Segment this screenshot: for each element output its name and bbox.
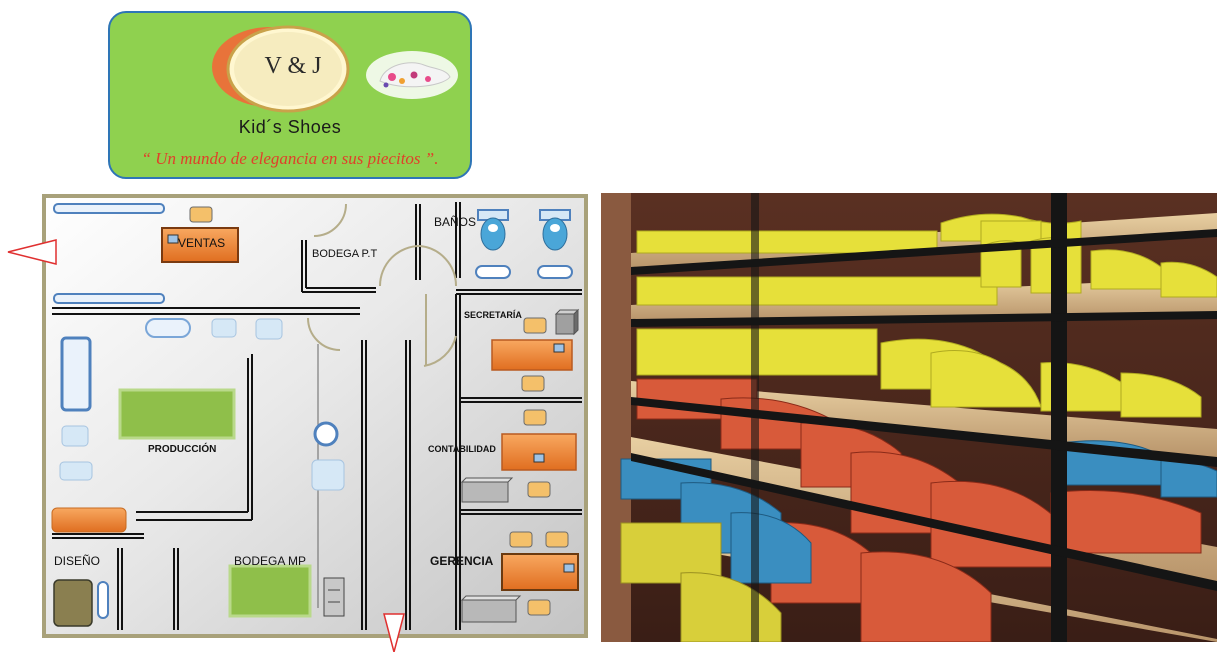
chair-icon bbox=[509, 531, 533, 548]
seat-icon bbox=[145, 318, 191, 338]
diseno-table bbox=[53, 579, 93, 627]
toilet-icon bbox=[477, 209, 509, 251]
interior-walls bbox=[52, 202, 582, 630]
chair-icon bbox=[523, 409, 547, 426]
floor-plan-drawing bbox=[7, 194, 588, 652]
room-label-diseno: DISEÑO bbox=[54, 554, 101, 568]
chair-icon bbox=[545, 531, 569, 548]
window-mid-left bbox=[53, 293, 165, 304]
ventas-desk bbox=[161, 227, 239, 263]
contabilidad-desk bbox=[501, 433, 577, 471]
chair-icon bbox=[189, 206, 213, 223]
door-arcs bbox=[307, 203, 458, 367]
file-cabinet-icon bbox=[323, 577, 345, 617]
window-top-left bbox=[53, 203, 165, 214]
chair-icon bbox=[527, 481, 551, 498]
left-entrance-arrow-icon bbox=[7, 239, 57, 265]
room-label-contabilidad: CONTABILIDAD bbox=[428, 444, 496, 454]
room-label-bodega-mp: BODEGA MP bbox=[234, 554, 307, 568]
diseno-bench bbox=[97, 581, 109, 619]
room-label-bodega-pt: BODEGA P.T bbox=[312, 248, 378, 260]
lamp-icon bbox=[313, 421, 339, 447]
cabinet-icon bbox=[554, 308, 580, 336]
brand-name: Kid´s Shoes bbox=[238, 117, 342, 137]
sink-icon bbox=[475, 265, 511, 279]
seat-icon bbox=[255, 318, 283, 340]
logo-initials: V & J bbox=[264, 53, 322, 79]
room-label-secretaria: SECRETARÍA bbox=[464, 310, 522, 320]
toilet-icon bbox=[539, 209, 571, 251]
chair-icon bbox=[523, 317, 547, 334]
company-logo: V & J Kid´s Shoes “ Un mundo de eleganci… bbox=[108, 11, 472, 179]
cabinet-icon bbox=[460, 477, 514, 503]
chair-icon bbox=[527, 599, 551, 616]
brand-tagline: “ Un mundo de elegancia en sus piecitos … bbox=[141, 149, 439, 168]
baby-shoe-icon bbox=[366, 51, 458, 99]
sink-icon bbox=[537, 265, 573, 279]
tall-cabinet bbox=[60, 336, 92, 412]
seat-icon bbox=[211, 318, 237, 338]
room-label-banos: BAÑOS bbox=[434, 215, 477, 229]
cabinet-icon bbox=[460, 595, 522, 623]
chairs bbox=[189, 206, 569, 616]
room-label-ventas: VENTAS bbox=[178, 236, 226, 250]
room-label-produccion: PRODUCCIÓN bbox=[148, 444, 217, 455]
seat-icon bbox=[59, 461, 93, 481]
logo-emblem-icon bbox=[212, 25, 350, 113]
seat-icon bbox=[61, 425, 89, 447]
seat-icon bbox=[311, 459, 345, 491]
bottom-entrance-arrow-icon bbox=[383, 613, 405, 652]
floor-plan: VENTAS BODEGA P.T BAÑOS SECRETARÍA PRODU… bbox=[0, 190, 600, 652]
bodega-mp-table bbox=[228, 564, 312, 618]
chair-icon bbox=[521, 375, 545, 392]
room-label-gerencia: GERENCIA bbox=[430, 554, 494, 568]
desks bbox=[51, 227, 579, 591]
produccion-table bbox=[118, 388, 236, 440]
blue-fixtures bbox=[59, 318, 345, 619]
shoe-lasts-shelf-photo bbox=[601, 193, 1217, 642]
produccion-bench bbox=[51, 507, 127, 533]
